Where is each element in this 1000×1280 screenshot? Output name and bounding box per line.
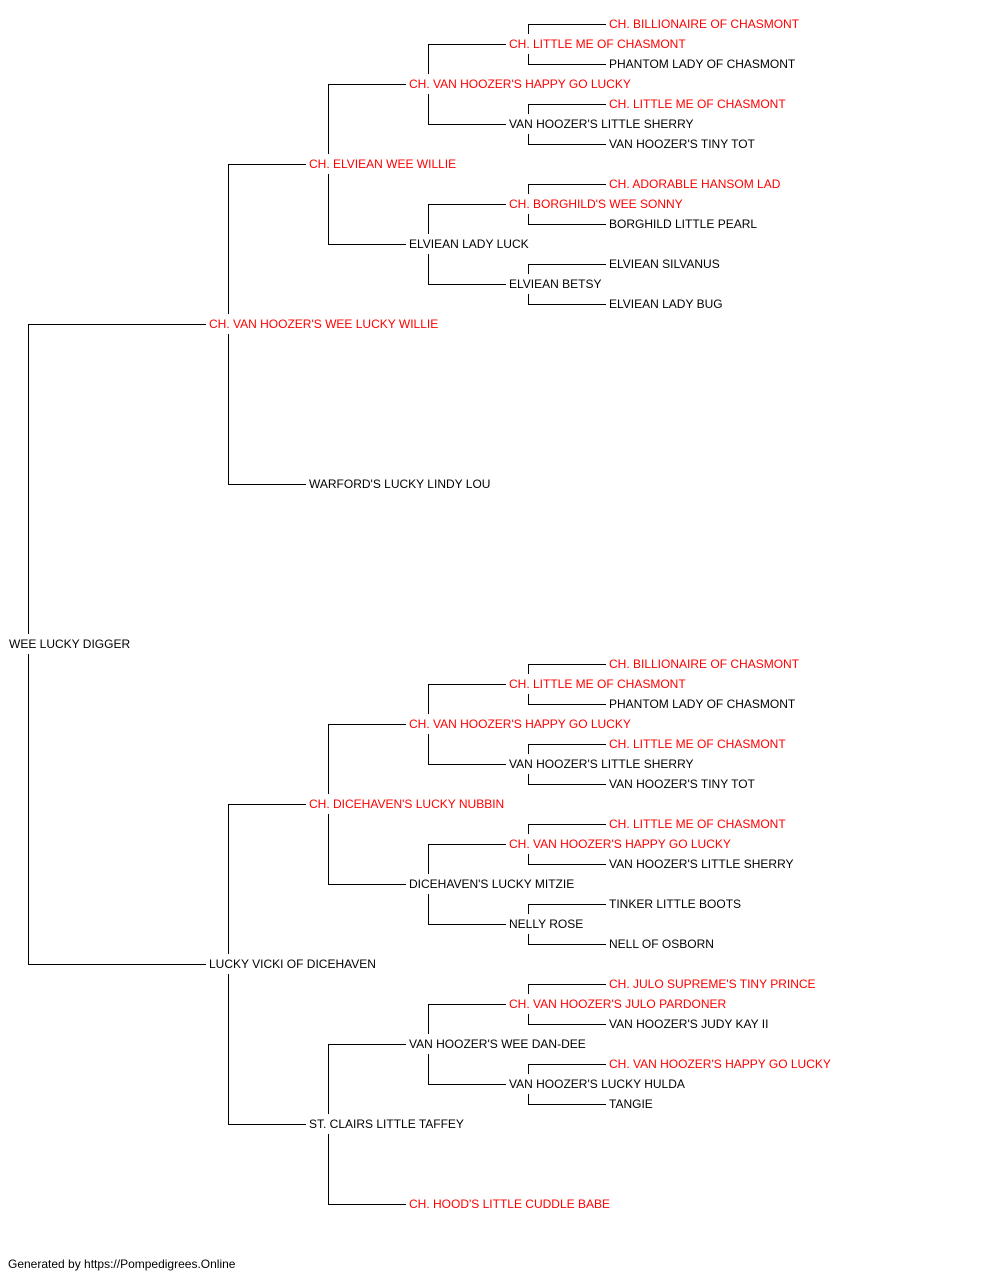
subject-name: WEE LUCKY DIGGER bbox=[8, 637, 132, 651]
sire-name: CH. ADORABLE HANSOM LAD bbox=[608, 177, 782, 191]
sire-name: VAN HOOZER'S WEE DAN-DEE bbox=[408, 1037, 587, 1051]
sire-name: CH. LITTLE ME OF CHASMONT bbox=[508, 37, 687, 51]
dam-name: VAN HOOZER'S LITTLE SHERRY bbox=[608, 857, 795, 871]
sire-name: CH. BORGHILD'S WEE SONNY bbox=[508, 197, 684, 211]
dam-name: VAN HOOZER'S LITTLE SHERRY bbox=[508, 117, 695, 131]
dam-name: ELVIEAN LADY LUCK bbox=[408, 237, 530, 251]
sire-name: ELVIEAN SILVANUS bbox=[608, 257, 721, 271]
dam-name: ELVIEAN BETSY bbox=[508, 277, 603, 291]
sire-name: CH. LITTLE ME OF CHASMONT bbox=[608, 817, 787, 831]
dam-name: BORGHILD LITTLE PEARL bbox=[608, 217, 759, 231]
dam-name: NELLY ROSE bbox=[508, 917, 585, 931]
sire-name: CH. JULO SUPREME'S TINY PRINCE bbox=[608, 977, 817, 991]
sire-name: CH. VAN HOOZER'S HAPPY GO LUCKY bbox=[608, 1057, 832, 1071]
sire-name: CH. LITTLE ME OF CHASMONT bbox=[608, 737, 787, 751]
dam-name: WARFORD'S LUCKY LINDY LOU bbox=[308, 477, 492, 491]
dam-name: CH. HOOD'S LITTLE CUDDLE BABE bbox=[408, 1197, 611, 1211]
sire-name: CH. LITTLE ME OF CHASMONT bbox=[608, 97, 787, 111]
sire-name: TINKER LITTLE BOOTS bbox=[608, 897, 743, 911]
dam-name: VAN HOOZER'S JUDY KAY II bbox=[608, 1017, 770, 1031]
dam-name: VAN HOOZER'S TINY TOT bbox=[608, 777, 756, 791]
sire-name: CH. VAN HOOZER'S WEE LUCKY WILLIE bbox=[208, 317, 440, 331]
dam-name: TANGIE bbox=[608, 1097, 654, 1111]
dam-name: VAN HOOZER'S LITTLE SHERRY bbox=[508, 757, 695, 771]
sire-name: CH. VAN HOOZER'S JULO PARDONER bbox=[508, 997, 728, 1011]
sire-name: CH. DICEHAVEN'S LUCKY NUBBIN bbox=[308, 797, 506, 811]
dam-name: PHANTOM LADY OF CHASMONT bbox=[608, 57, 797, 71]
dam-name: VAN HOOZER'S LUCKY HULDA bbox=[508, 1077, 686, 1091]
dam-name: ST. CLAIRS LITTLE TAFFEY bbox=[308, 1117, 465, 1131]
dam-name: NELL OF OSBORN bbox=[608, 937, 715, 951]
dam-name: PHANTOM LADY OF CHASMONT bbox=[608, 697, 797, 711]
dam-name: VAN HOOZER'S TINY TOT bbox=[608, 137, 756, 151]
footer-credit: Generated by https://Pompedigrees.Online bbox=[8, 1257, 236, 1271]
sire-name: CH. BILLIONAIRE OF CHASMONT bbox=[608, 17, 801, 31]
dam-name: DICEHAVEN'S LUCKY MITZIE bbox=[408, 877, 576, 891]
sire-name: CH. ELVIEAN WEE WILLIE bbox=[308, 157, 458, 171]
dam-name: ELVIEAN LADY BUG bbox=[608, 297, 724, 311]
sire-name: CH. VAN HOOZER'S HAPPY GO LUCKY bbox=[408, 717, 632, 731]
sire-name: CH. LITTLE ME OF CHASMONT bbox=[508, 677, 687, 691]
sire-name: CH. VAN HOOZER'S HAPPY GO LUCKY bbox=[508, 837, 732, 851]
sire-name: CH. VAN HOOZER'S HAPPY GO LUCKY bbox=[408, 77, 632, 91]
dam-name: LUCKY VICKI OF DICEHAVEN bbox=[208, 957, 377, 971]
sire-name: CH. BILLIONAIRE OF CHASMONT bbox=[608, 657, 801, 671]
